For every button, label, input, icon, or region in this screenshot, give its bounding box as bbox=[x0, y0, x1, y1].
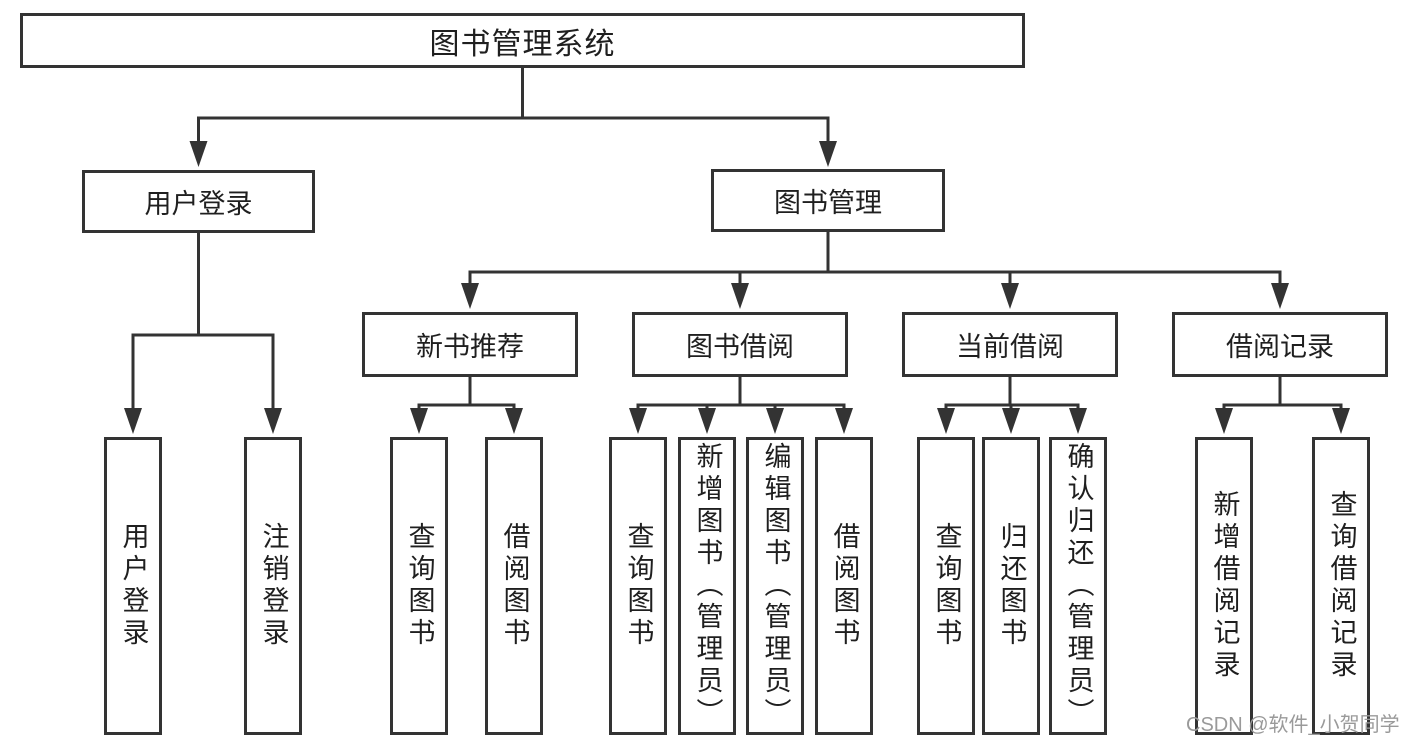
node-user-login-action: 用户登录 bbox=[104, 437, 162, 735]
node-current-query-books: 查询图书 bbox=[917, 437, 975, 735]
node-book-management: 图书管理 bbox=[711, 169, 945, 232]
node-label: 确认归还（管理员） bbox=[1063, 442, 1094, 730]
node-logout-action: 注销登录 bbox=[244, 437, 302, 735]
csdn-watermark: CSDN @软件_小贺同学 bbox=[1186, 714, 1400, 736]
node-book-management-system: 图书管理系统 bbox=[20, 13, 1025, 68]
node-current-borrowing: 当前借阅 bbox=[902, 312, 1118, 377]
node-user-login: 用户登录 bbox=[82, 170, 315, 233]
node-label: 查询借阅记录 bbox=[1326, 490, 1357, 682]
node-borrow-query-books: 查询图书 bbox=[609, 437, 667, 735]
node-borrow-borrow-books: 借阅图书 bbox=[815, 437, 873, 735]
node-recommend-query-books: 查询图书 bbox=[390, 437, 448, 735]
node-label: 归还图书 bbox=[996, 522, 1027, 650]
node-records-add-record: 新增借阅记录 bbox=[1195, 437, 1253, 735]
node-label: 编辑图书（管理员） bbox=[760, 442, 791, 730]
node-label: 查询图书 bbox=[931, 522, 962, 650]
node-label: 新增借阅记录 bbox=[1209, 490, 1240, 682]
node-borrow-edit-books-admin: 编辑图书（管理员） bbox=[746, 437, 804, 735]
node-label: 借阅图书 bbox=[829, 522, 860, 650]
node-borrowing-records: 借阅记录 bbox=[1172, 312, 1388, 377]
node-label: 用户登录 bbox=[118, 522, 149, 650]
node-records-query-record: 查询借阅记录 bbox=[1312, 437, 1370, 735]
node-label: 新增图书（管理员） bbox=[692, 442, 723, 730]
node-recommend-borrow-books: 借阅图书 bbox=[485, 437, 543, 735]
node-label: 注销登录 bbox=[258, 522, 289, 650]
node-label: 借阅图书 bbox=[499, 522, 530, 650]
node-new-book-recommendation: 新书推荐 bbox=[362, 312, 578, 377]
node-current-return-books: 归还图书 bbox=[982, 437, 1040, 735]
node-borrow-add-books-admin: 新增图书（管理员） bbox=[678, 437, 736, 735]
node-label: 查询图书 bbox=[623, 522, 654, 650]
node-current-confirm-return-admin: 确认归还（管理员） bbox=[1049, 437, 1107, 735]
node-book-borrowing: 图书借阅 bbox=[632, 312, 848, 377]
node-label: 查询图书 bbox=[404, 522, 435, 650]
